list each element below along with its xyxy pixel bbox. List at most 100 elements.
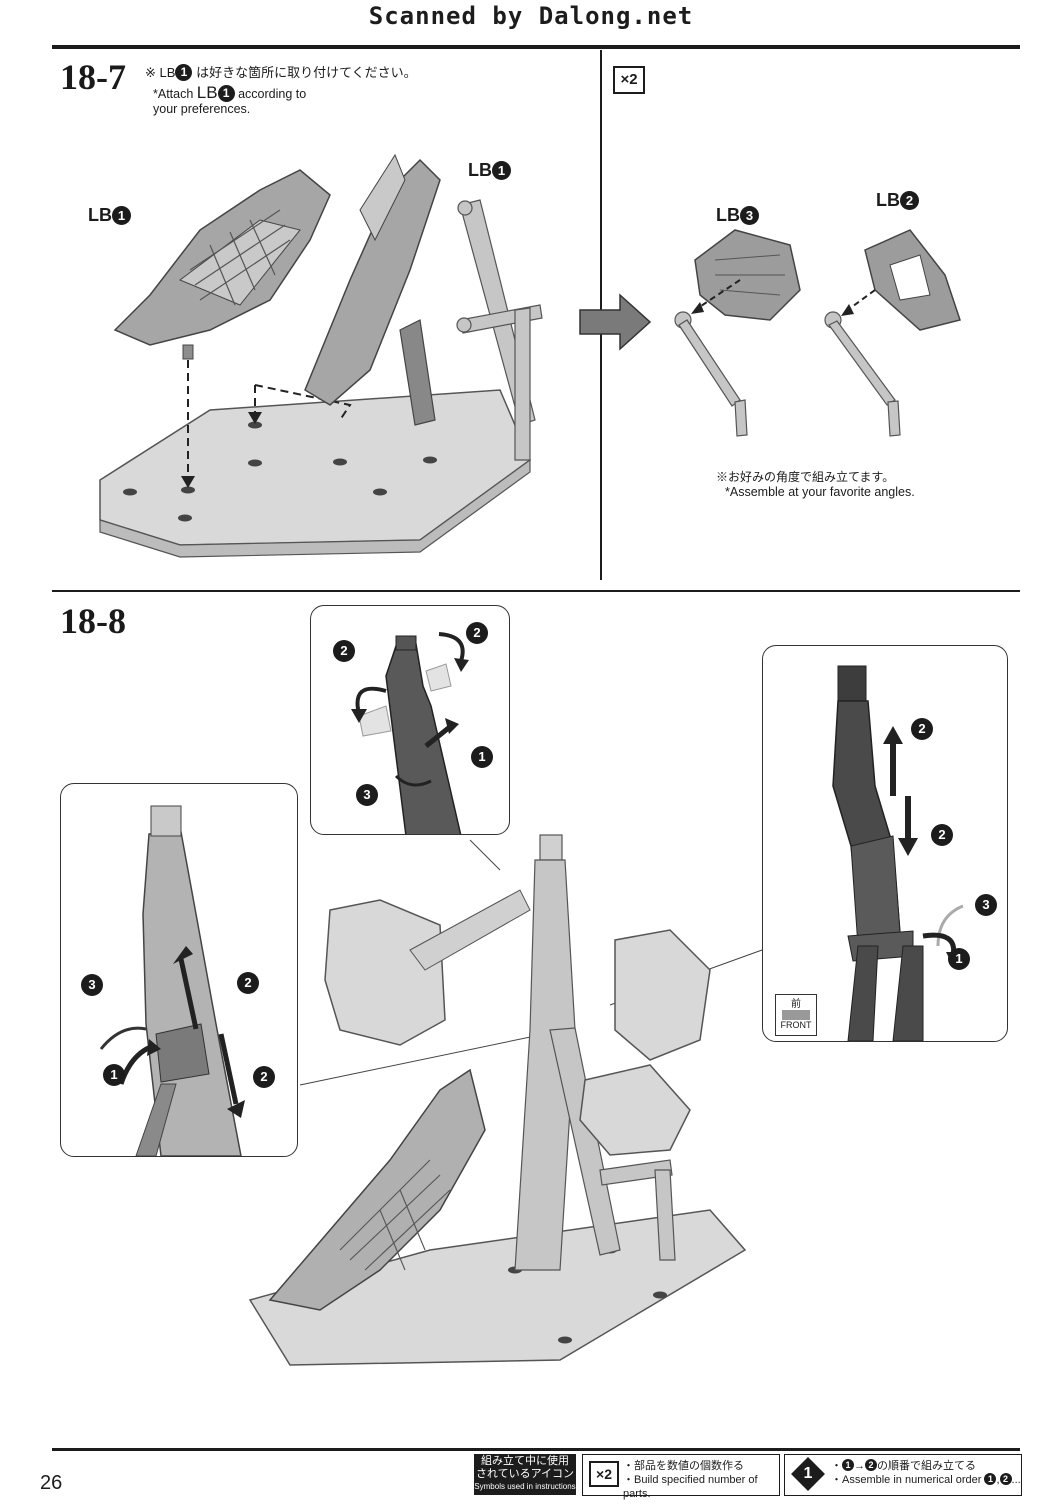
order-badge: 1	[984, 1473, 997, 1485]
note-jp-rest: は好きな箇所に取り付けてください。	[196, 65, 417, 80]
guide-arrow	[181, 476, 195, 488]
step-badge: 2	[333, 640, 355, 662]
angle-note-en: *Assemble at your favorite angles.	[725, 485, 915, 499]
step-badge: 2	[911, 718, 933, 740]
step-badge: 3	[975, 894, 997, 916]
part-number-badge: 1	[112, 206, 131, 225]
legend-label-jp-2: されているアイコン	[475, 1468, 575, 1480]
inset-left-drawing	[99, 805, 245, 1156]
front-en: FRONT	[780, 1020, 812, 1030]
inset-right-drawing	[832, 665, 964, 1041]
part-lb1-right	[304, 153, 441, 406]
stand-arm	[514, 834, 676, 1271]
part-number-badge: 1	[217, 85, 235, 102]
step-number-text: 18-7	[60, 57, 126, 97]
legend-multiplier-jp: ・部品を数値の個数作る	[623, 1460, 744, 1472]
step-badge: 2	[931, 824, 953, 846]
step-badge: 1	[103, 1064, 125, 1086]
step-18-8-illustration	[248, 834, 763, 1366]
guide-line	[254, 384, 352, 421]
base-hole	[333, 458, 347, 466]
section-divider	[52, 590, 1020, 592]
base-hole	[248, 459, 262, 467]
order-icon-number: 1	[803, 1465, 813, 1482]
legend-order-en-text: ・Assemble in numerical order	[831, 1474, 982, 1486]
bottom-rule	[52, 1448, 1020, 1451]
part-code: LB	[159, 65, 176, 80]
base-hole	[423, 456, 437, 464]
order-badge: 1	[842, 1459, 854, 1471]
inset-top-drawing	[351, 632, 469, 834]
step-18-7-angle-note: ※お好みの角度で組み立てます。 *Assemble at your favori…	[716, 468, 915, 500]
inset-right-detail: 2 2 3 1 前 FRONT	[762, 645, 1008, 1042]
order-arrow: →	[854, 1460, 865, 1472]
step-badge: 1	[471, 746, 493, 768]
part-code: LB	[196, 83, 218, 102]
wing-pod-right	[614, 929, 711, 1061]
step-badge: 2	[466, 622, 488, 644]
inset-top-detail: 2 2 1 3	[310, 605, 510, 835]
display-base	[99, 389, 531, 558]
page-number: 26	[40, 1472, 63, 1494]
base-hole	[181, 486, 195, 494]
note-en-attach: *Attach	[153, 87, 194, 101]
order-badge: 2	[865, 1459, 877, 1471]
part-lb1-left	[113, 169, 331, 360]
part-number-badge: 3	[740, 206, 759, 225]
multiplier-icon: ×2	[589, 1461, 619, 1487]
front-jp: 前	[791, 999, 801, 1010]
part-number-badge: 1	[492, 161, 511, 180]
multiplier-badge: ×2	[613, 66, 645, 94]
note-en-preferences: your preferences.	[153, 102, 251, 116]
step-badge: 2	[237, 972, 259, 994]
base-hole	[248, 421, 262, 429]
legend-label-jp-1: 組み立て中に使用	[481, 1455, 569, 1467]
step-18-7-illustration	[99, 153, 543, 558]
legend-multiplier-text: ・部品を数値の個数作る ・Build specified number of p…	[623, 1459, 779, 1501]
order-badge: 2	[999, 1473, 1012, 1485]
step-18-8-number: 18-8	[60, 600, 126, 642]
step-badge: 2	[253, 1066, 275, 1088]
proceed-arrow-icon	[579, 293, 652, 351]
wing-arm-left	[409, 889, 531, 971]
booster-lb1	[268, 1068, 486, 1311]
legend-multiplier-en: ・Build specified number of parts.	[623, 1474, 758, 1500]
base-hole	[373, 488, 387, 496]
base-hole	[178, 514, 192, 522]
part-code: LB	[716, 205, 740, 225]
step-badge: 3	[81, 974, 103, 996]
note-mark: ※	[145, 65, 156, 80]
guide-arrow	[248, 412, 262, 424]
note-en-according: according to	[238, 87, 307, 101]
step-number-text: 18-8	[60, 601, 126, 641]
step-18-7-right-illustration	[579, 229, 961, 437]
legend-order-en: ・Assemble in numerical order 1,2...	[831, 1473, 1021, 1486]
step-badge: 1	[948, 948, 970, 970]
part-code: LB	[88, 205, 112, 225]
wing-pod-right-lower	[579, 1064, 691, 1156]
part-lb2-cutout	[889, 254, 931, 301]
front-badge: 前 FRONT	[775, 994, 817, 1036]
legend-order-ellipsis: ...	[1011, 1474, 1021, 1486]
angle-note-jp: ※お好みの角度で組み立てます。	[716, 470, 895, 484]
bullet: ・	[831, 1460, 842, 1472]
legend-order-jp-text: の順番で組み立てる	[877, 1460, 976, 1472]
step-18-7-number: 18-7	[60, 56, 126, 98]
part-code: LB	[468, 160, 492, 180]
top-rule	[52, 45, 1020, 49]
stand-pillar	[399, 319, 436, 426]
front-icon	[782, 1010, 810, 1020]
scan-watermark: Scanned by Dalong.net	[368, 2, 694, 30]
wing-pod-left	[324, 899, 446, 1046]
legend-multiplier: ×2 ・部品を数値の個数作る ・Build specified number o…	[582, 1454, 780, 1500]
step-badge: 3	[356, 784, 378, 806]
